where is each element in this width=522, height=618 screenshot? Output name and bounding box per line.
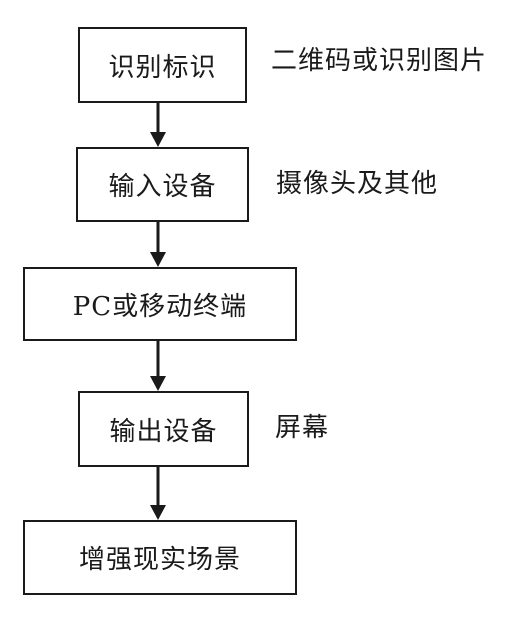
arrow-3-head [150,376,166,391]
step-label-input-device: 输入设备 [108,172,217,202]
step-box-recognition-marker: 识别标识 [78,27,247,103]
step-label-recognition-marker: 识别标识 [108,52,217,83]
arrow-2-head [150,252,166,267]
step-box-ar-scene: 增强现实场景 [23,520,297,595]
step-label-pc-mobile-terminal: PC或移动终端 [72,291,248,322]
arrow-4-head [150,505,166,520]
step-note-output-device: 屏幕 [275,413,330,443]
arrow-1-head [150,132,166,147]
step-box-input-device: 输入设备 [76,147,249,222]
step-note-input-device: 摄像头及其他 [276,169,439,199]
step-box-pc-mobile-terminal: PC或移动终端 [23,267,297,341]
step-label-output-device: 输出设备 [109,416,218,447]
step-note-recognition-marker: 二维码或识别图片 [271,46,488,76]
step-box-output-device: 输出设备 [78,391,249,467]
step-label-ar-scene: 增强现实场景 [78,545,241,575]
